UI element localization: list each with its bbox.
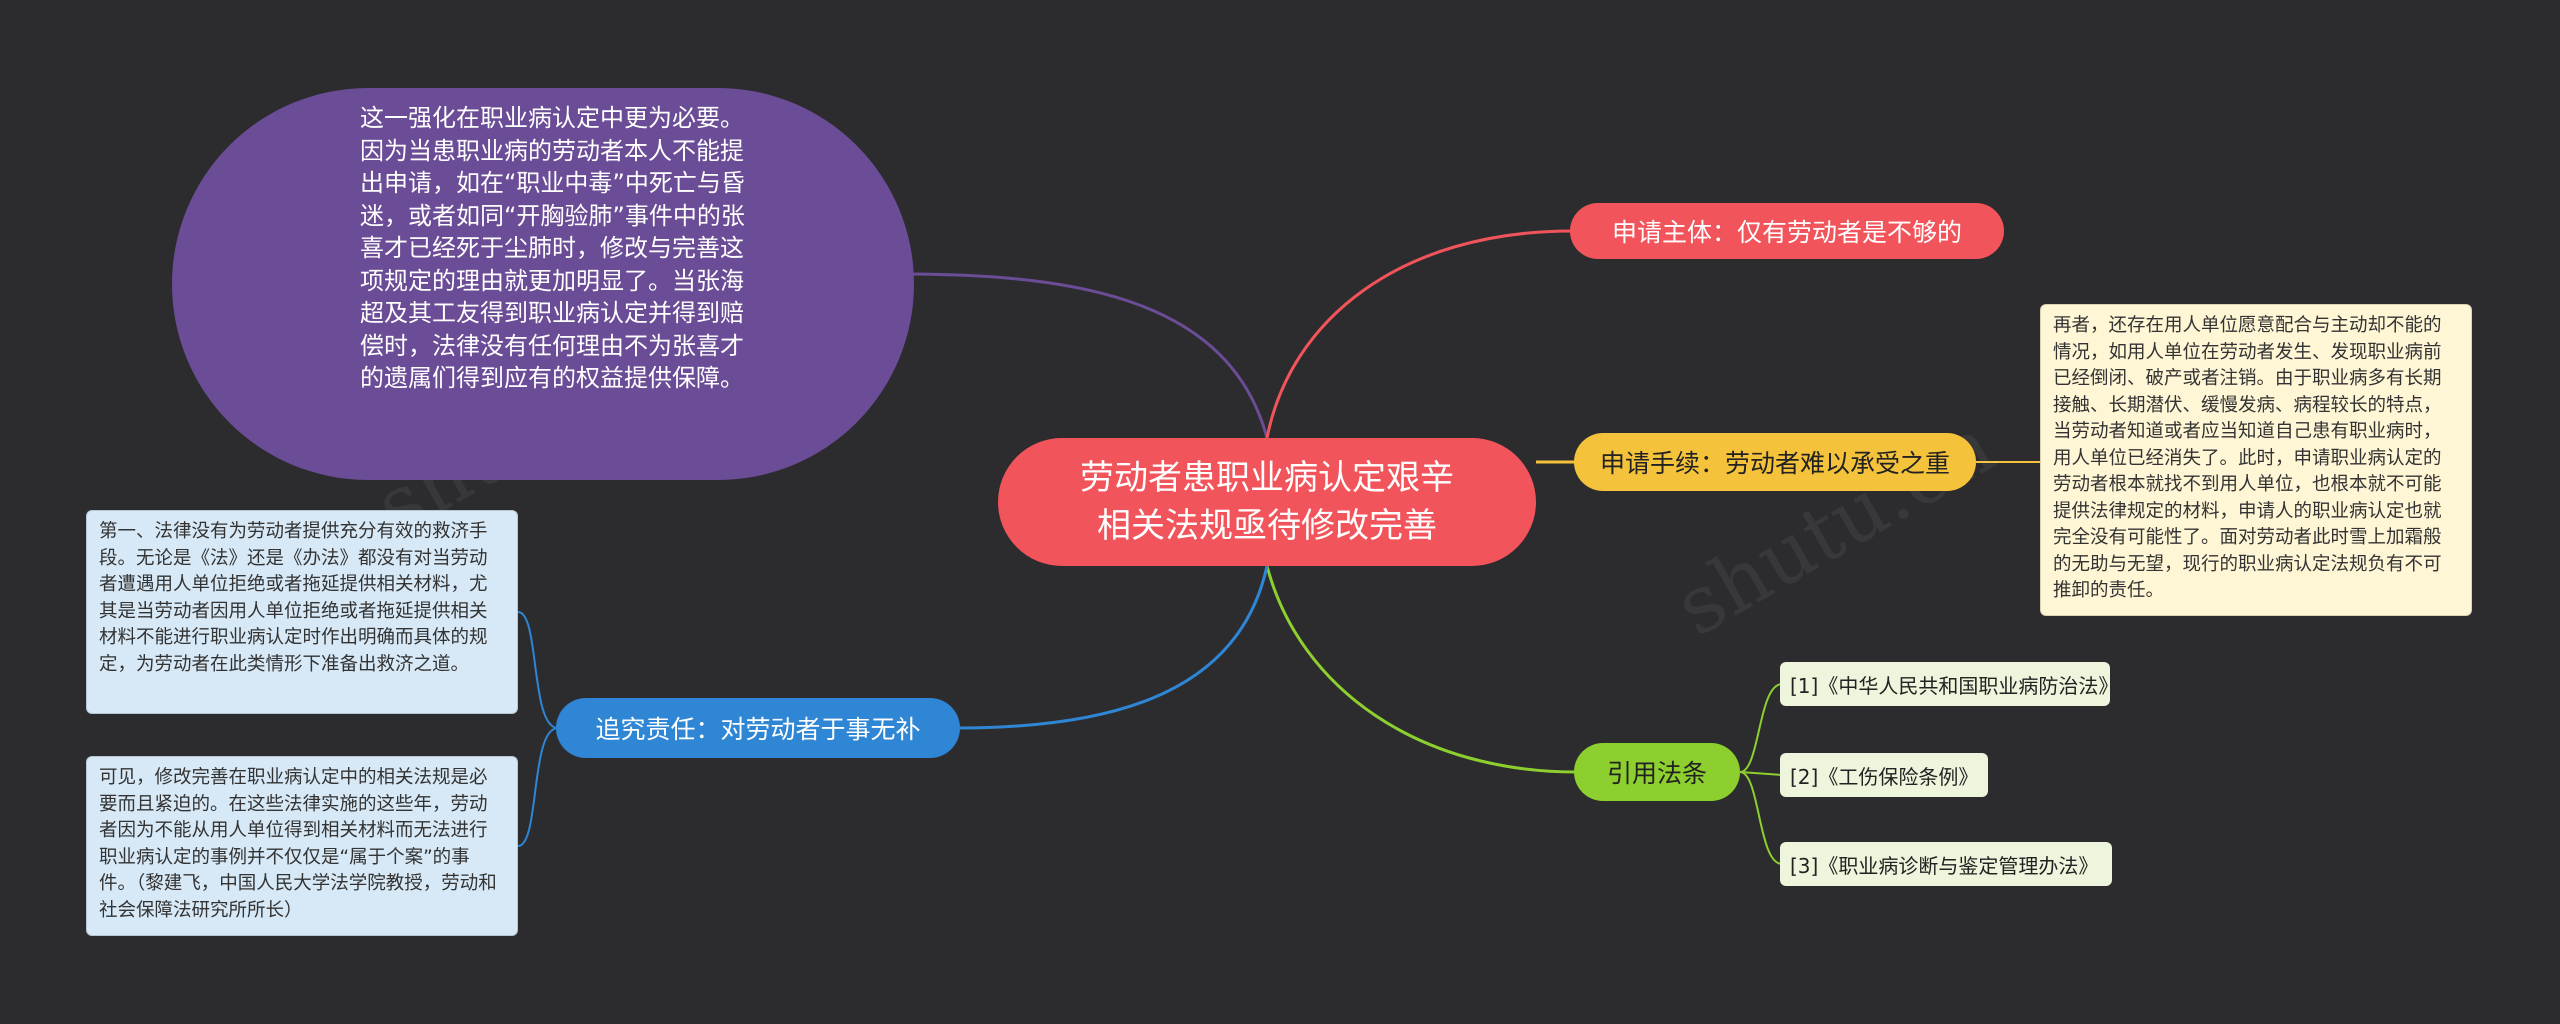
branch-procedure[interactable]: 申请手续：劳动者难以承受之重	[1574, 433, 1976, 491]
link-laws-to-ref1	[1739, 683, 1783, 773]
note-liability-detail-2[interactable]: 可见，修改完善在职业病认定中的相关法规是必要而且紧迫的。在这些法律实施的这些年，…	[86, 756, 518, 936]
branch-laws[interactable]: 引用法条	[1574, 743, 1740, 801]
link-liability-to-note1	[517, 611, 559, 729]
link-laws-to-ref3	[1739, 771, 1783, 865]
central-topic-label: 劳动者患职业病认定艰辛 相关法规亟待修改完善	[1080, 458, 1454, 546]
link-center-to-liability	[957, 565, 1269, 730]
link-center-to-purple-note	[909, 272, 1269, 439]
reference-item[interactable]: [3]《职业病诊断与鉴定管理办法》	[1780, 842, 2112, 886]
branch-procedure-label: 申请手续：劳动者难以承受之重	[1599, 449, 1950, 478]
note-subject-detail[interactable]: 这一强化在职业病认定中更为必要。因为当患职业病的劳动者本人不能提出申请，如在“职…	[172, 88, 914, 480]
branch-liability-label: 追究责任：对劳动者于事无补	[595, 715, 921, 744]
branch-subject[interactable]: 申请主体：仅有劳动者是不够的	[1570, 203, 2004, 259]
link-center-to-laws	[1265, 565, 1577, 774]
branch-laws-label: 引用法条	[1606, 759, 1707, 788]
branch-liability[interactable]: 追究责任：对劳动者于事无补	[556, 698, 960, 758]
link-liability-to-note2	[517, 727, 559, 847]
note-liability-detail-1[interactable]: 第一、法律没有为劳动者提供充分有效的救济手段。无论是《法》还是《办法》都没有对当…	[86, 510, 518, 714]
link-laws-to-ref2	[1739, 771, 1783, 776]
link-center-to-subject	[1265, 229, 1573, 439]
note-procedure-detail[interactable]: 再者，还存在用人单位愿意配合与主动却不能的情况，如用人单位在劳动者发生、发现职业…	[2040, 304, 2472, 616]
branch-subject-label: 申请主体：仅有劳动者是不够的	[1611, 218, 1962, 247]
reference-item[interactable]: [2]《工伤保险条例》	[1780, 753, 1988, 797]
central-topic[interactable]: 劳动者患职业病认定艰辛 相关法规亟待修改完善	[998, 438, 1536, 566]
reference-item[interactable]: [1]《中华人民共和国职业病防治法》	[1780, 662, 2118, 706]
